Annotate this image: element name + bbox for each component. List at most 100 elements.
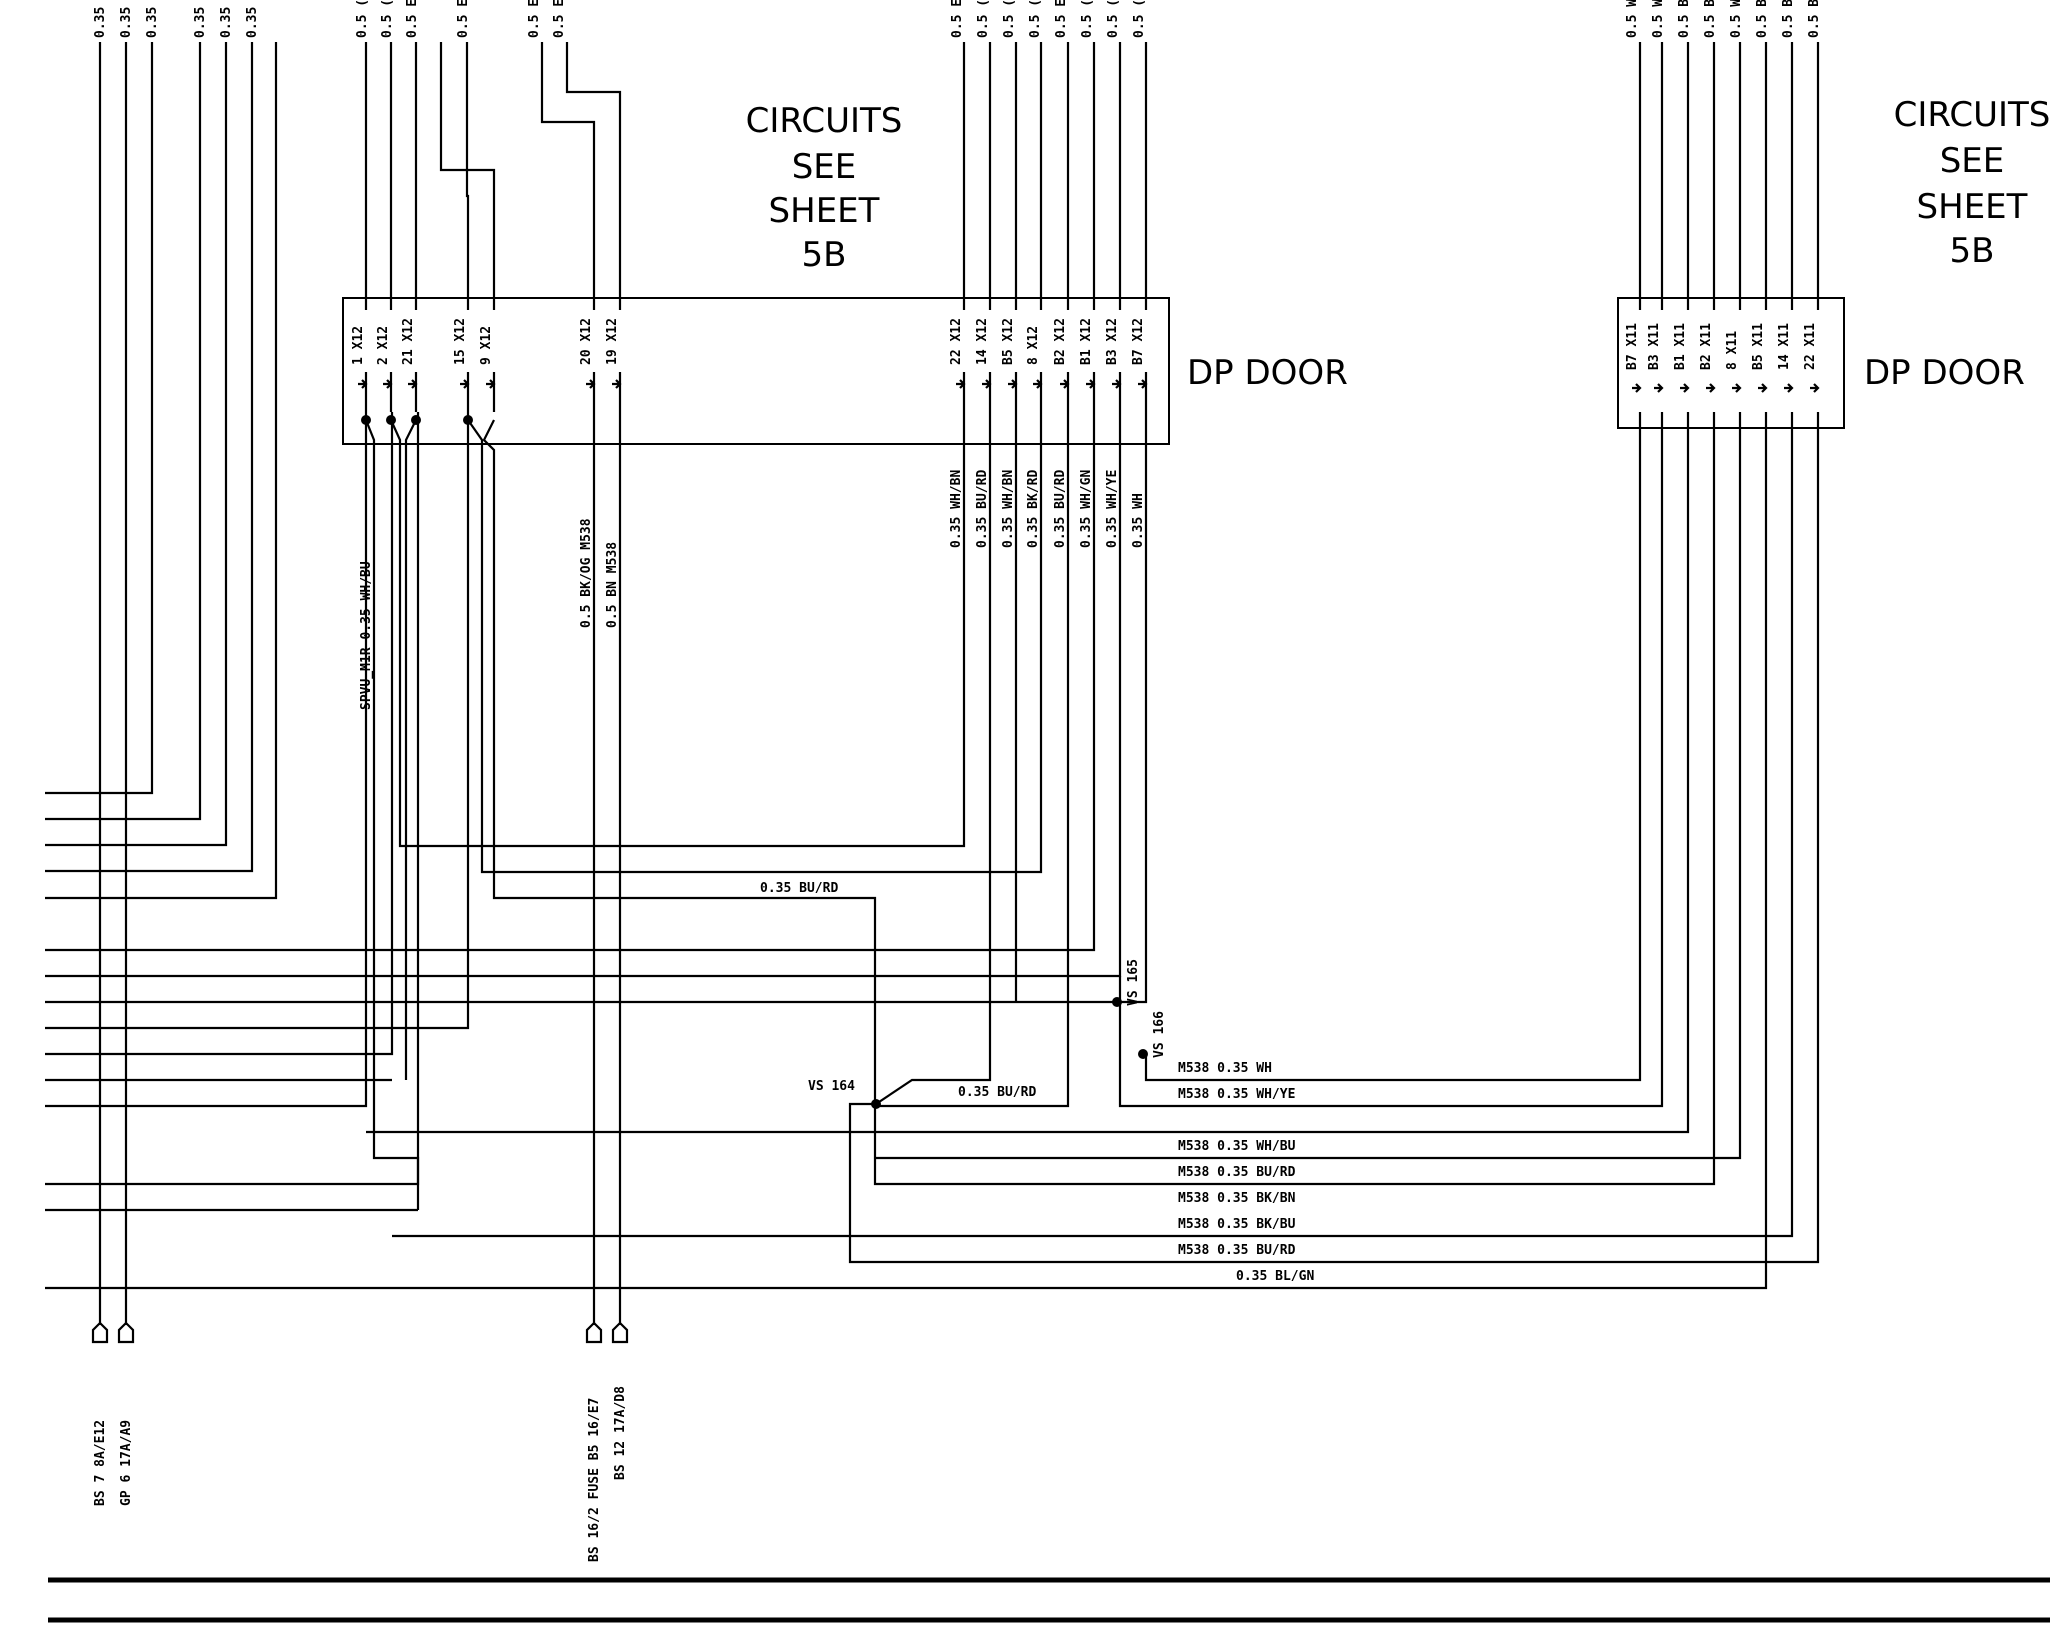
wire <box>482 412 1716 1186</box>
pin-symbol <box>460 372 470 412</box>
wire-label: 0.35 WH/BN <box>1001 470 1016 548</box>
top-label: 0.5 E <box>527 0 542 38</box>
x12-pins <box>358 372 1148 412</box>
wire <box>45 42 154 795</box>
pin-symbol <box>1654 383 1664 393</box>
top-label: 0.5 ( <box>1002 0 1017 38</box>
x12-pin-labels: 1 X12 2 X12 21 X12 15 X12 9 X12 20 X12 1… <box>351 318 1146 365</box>
top-label: 0.5 W <box>1729 0 1744 38</box>
wire <box>366 412 1690 1134</box>
pin-symbol <box>1758 383 1768 393</box>
top-label: 0.5 ( <box>1132 0 1147 38</box>
wire <box>1144 412 1642 1082</box>
pin-symbol <box>1784 383 1794 393</box>
wire-label: M538 0.35 WH <box>1178 1061 1272 1076</box>
wire-label: 0.35 WH/GN <box>1079 470 1094 548</box>
circuit-note: CIRCUITS SEE SHEET 5B <box>1894 95 2050 271</box>
ref-label: BS 7 8A/E12 <box>93 1420 108 1506</box>
pin-symbol <box>1810 383 1820 393</box>
note-line: 5B <box>802 235 847 275</box>
pin-symbol <box>408 372 418 412</box>
pin-symbol <box>1060 372 1070 412</box>
splice-dot <box>1112 997 1122 1007</box>
wire <box>45 42 202 821</box>
pin-symbol <box>486 372 496 412</box>
terminal-symbol <box>117 1321 135 1344</box>
pin-symbol <box>1706 383 1716 393</box>
wire <box>45 412 1148 1004</box>
note-line: 5B <box>1950 231 1995 271</box>
pin-label: 2 X12 <box>376 326 391 365</box>
pin-label: B1 X11 <box>1673 323 1688 370</box>
pin-label: B5 X11 <box>1751 323 1766 370</box>
top-label: 0.5 E <box>950 0 965 38</box>
wire-label: M538 0.35 BK/BU <box>1178 1217 1296 1232</box>
far-right-wires <box>962 42 1820 310</box>
wire <box>364 419 420 1210</box>
left-wire-bundle <box>45 42 1768 1325</box>
top-label: 0.5 B <box>1807 0 1822 38</box>
pin-label: B2 X11 <box>1699 323 1714 370</box>
wire-label: M538 0.35 WH/YE <box>1178 1087 1295 1102</box>
wire <box>392 412 1794 1238</box>
mid-wire-bundle <box>364 42 1820 1325</box>
wire-label: 0.35 WH/YE <box>1105 470 1120 548</box>
top-label: 0.5 E <box>456 0 471 38</box>
top-label-group-right: 0.5 E 0.5 ( 0.5 ( 0.5 ( 0.5 E 0.5 ( 0.5 … <box>950 0 1147 38</box>
pin-label: B3 X12 <box>1105 318 1120 365</box>
pin-symbol <box>383 372 393 412</box>
wire <box>45 42 228 847</box>
terminal-symbol <box>611 1321 629 1344</box>
top-label: 0.5 E <box>1054 0 1069 38</box>
top-label: 0.5 B <box>1755 0 1770 38</box>
wire <box>45 412 1096 952</box>
top-label: 0.5 ( <box>355 0 370 38</box>
wire-label: 0.35 BU/RD <box>760 881 838 896</box>
splice-label: VS 165 <box>1126 959 1141 1006</box>
ref-label: BS 16/2 FUSE B5 16/E7 <box>587 1398 602 1562</box>
top-label: 0.5 W <box>1625 0 1640 38</box>
top-label: 0.5 ( <box>976 0 991 38</box>
pin-symbol <box>1086 372 1096 412</box>
terminal-symbol <box>91 1321 109 1344</box>
top-label-group-far-right: 0.5 W 0.5 W 0.5 B 0.5 B 0.5 W 0.5 B 0.5 … <box>1625 0 1822 38</box>
pin-label: 22 X11 <box>1803 323 1818 370</box>
pin-label: 14 X11 <box>1777 323 1792 370</box>
top-label-group-left: 0.35 0.35 0.35 0.35 0.35 0.35 <box>93 7 260 38</box>
x11-pins <box>1632 383 1820 393</box>
vertical-wire-labels: 0.35 WH/BN 0.35 BU/RD 0.35 WH/BN 0.35 BK… <box>949 470 1146 548</box>
connector-name: DP DOOR <box>1187 353 1348 393</box>
wire-label: 0.35 BL/GN <box>1236 1269 1314 1284</box>
top-label: 0.5 ( <box>1028 0 1043 38</box>
wire <box>45 412 394 1056</box>
wire <box>848 412 1820 1264</box>
wire-label: M538 0.35 BK/BN <box>1178 1191 1296 1206</box>
wire <box>465 42 470 310</box>
note-line: SEE <box>792 147 857 187</box>
wire-label: M538 0.35 BU/RD <box>1178 1165 1296 1180</box>
pin-label: B1 X12 <box>1079 318 1094 365</box>
bottom-terminals <box>91 1321 629 1344</box>
splice-dot <box>1138 1049 1148 1059</box>
wire <box>45 42 254 873</box>
pin-label: 8 X12 <box>1026 326 1041 365</box>
wire <box>389 412 966 848</box>
splice-dot <box>361 415 371 425</box>
wire <box>540 42 596 310</box>
wire <box>876 412 1070 1108</box>
pin-symbol <box>612 372 622 412</box>
wire <box>45 412 368 1108</box>
top-label: 0.35 <box>193 7 208 38</box>
wire <box>45 42 278 900</box>
top-label: 0.35 <box>219 7 234 38</box>
wire-label: M538 0.35 BU/RD <box>1178 1243 1296 1258</box>
top-label: 0.5 B <box>1703 0 1718 38</box>
top-label: 0.35 <box>145 7 160 38</box>
pin-symbol <box>1008 372 1018 412</box>
pin-label: 20 X12 <box>579 318 594 365</box>
harness-labels: M538 0.35 WH M538 0.35 WH/YE M538 0.35 W… <box>1178 1061 1314 1284</box>
wire-label: 0.35 BU/RD <box>975 470 990 548</box>
splice-dot <box>386 415 396 425</box>
wire <box>1118 412 1664 1108</box>
